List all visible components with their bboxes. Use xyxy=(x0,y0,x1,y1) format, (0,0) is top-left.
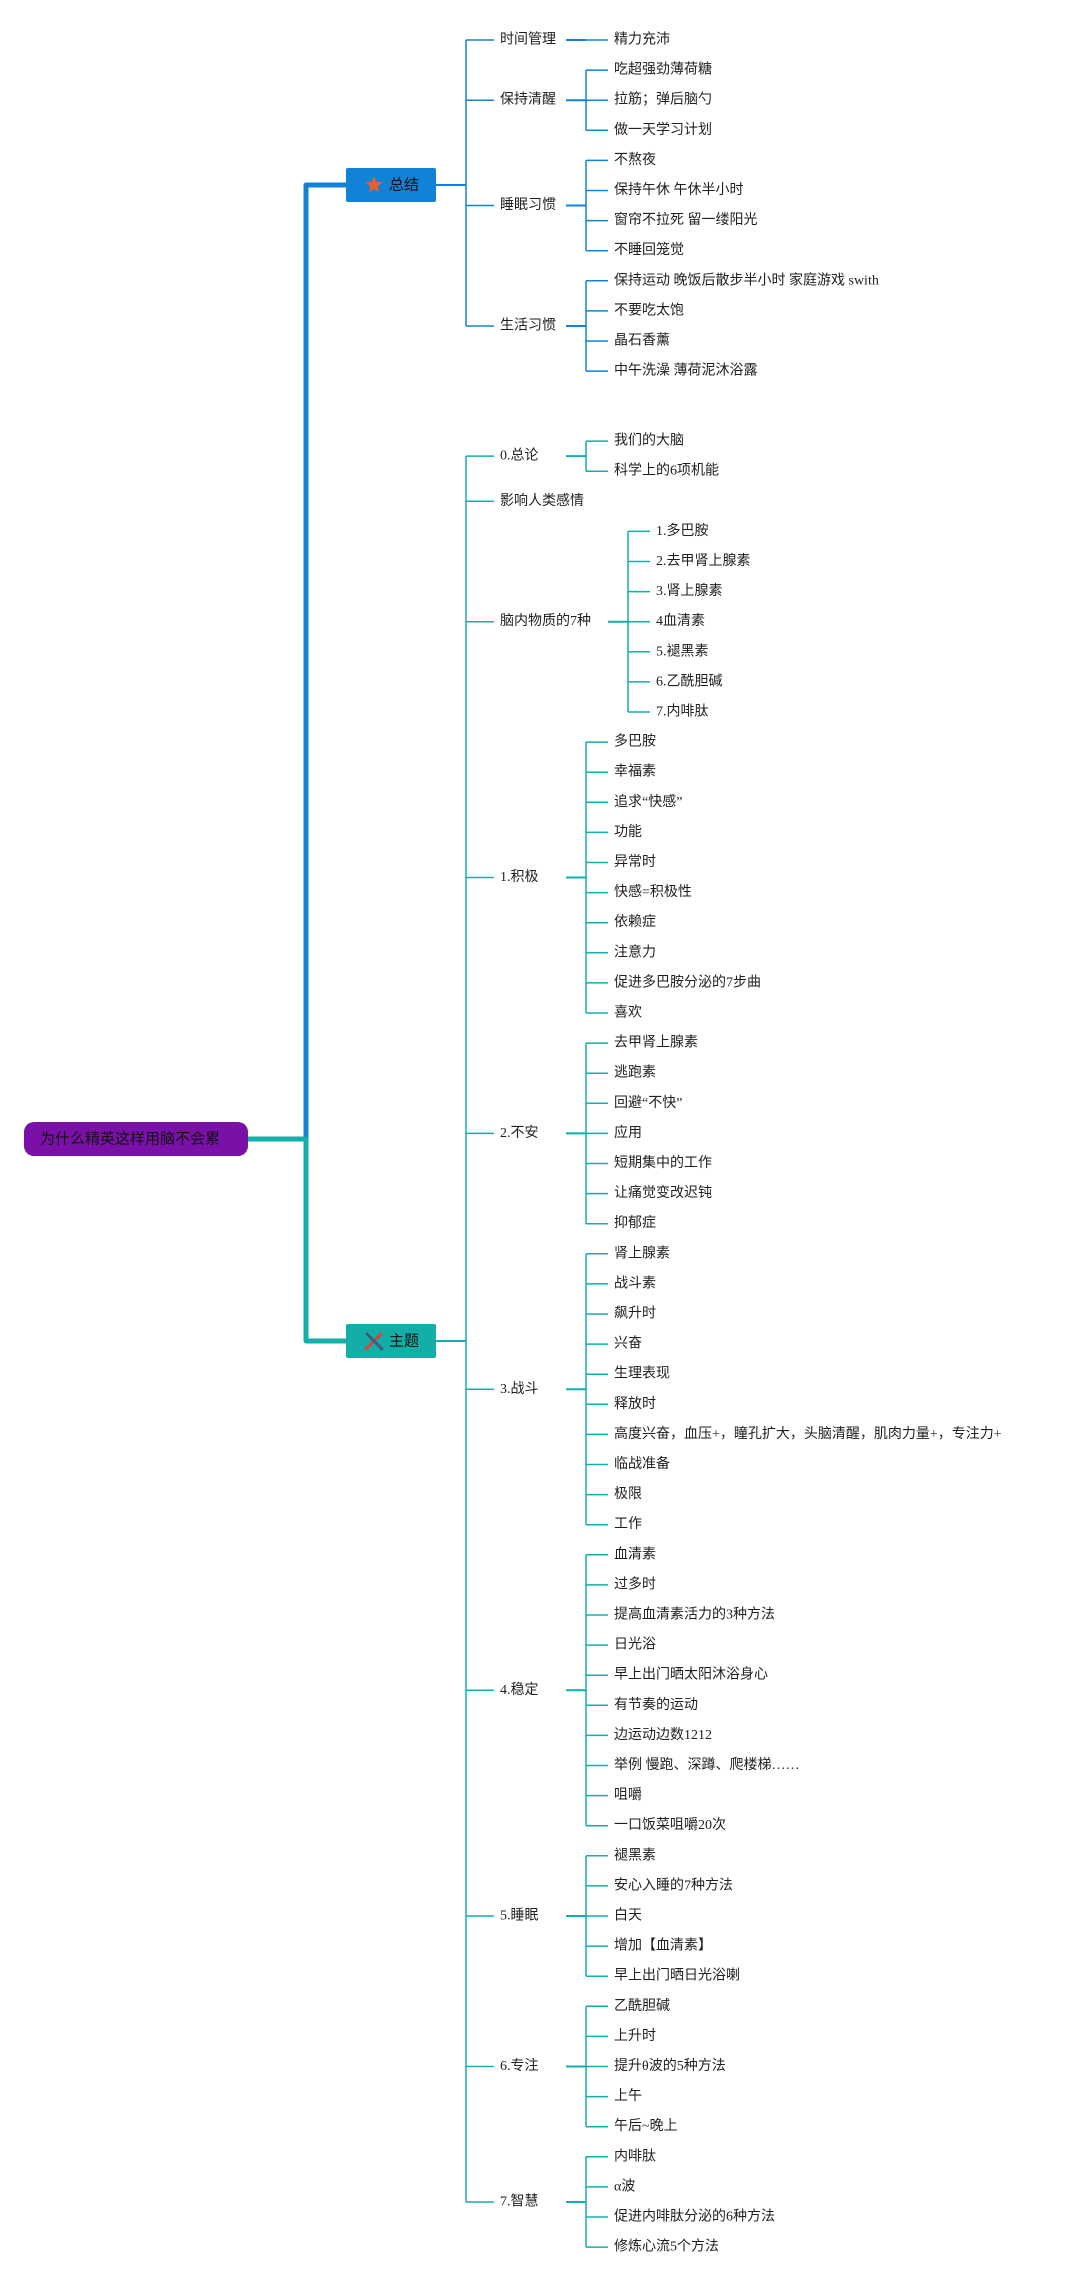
leaf-n6: 依赖症 xyxy=(614,914,656,930)
leaf-n1: 2.去甲肾上腺素 xyxy=(656,553,751,569)
topic-n9: 7.智慧 xyxy=(500,2193,539,2209)
leaf-n2: 提升θ波的5种方法 xyxy=(614,2058,726,2074)
leaf-n5: 让痛觉变改迟钝 xyxy=(614,1184,712,1201)
leaf-n6: 抑郁症 xyxy=(614,1215,656,1231)
leaf-n5: 快感=积极性 xyxy=(614,883,692,900)
leaf-n3: 功能 xyxy=(614,824,642,840)
topic-n7: 5.睡眠 xyxy=(500,1908,539,1924)
leaf-n8: 促进多巴胺分泌的7步曲 xyxy=(614,973,761,990)
topic-n8: 6.专注 xyxy=(500,2058,539,2074)
leaf-n2: 提高血清素活力的3种方法 xyxy=(614,1606,775,1623)
leaf-n5: 释放时 xyxy=(614,1396,656,1412)
topic-n5: 3.战斗 xyxy=(500,1381,539,1397)
leaf-n4: 早上出门晒太阳沐浴身心 xyxy=(614,1667,768,1683)
leaf-n3: 应用 xyxy=(614,1124,642,1141)
leaf-n4: 5.褪黑素 xyxy=(656,643,709,659)
leaf-n1: α波 xyxy=(614,2178,635,2194)
leaf-n7: 举例 慢跑、深蹲、爬楼梯…… xyxy=(614,1756,800,1773)
leaf-n1: 不要吃太饱 xyxy=(614,302,684,318)
leaf-n4: 短期集中的工作 xyxy=(614,1154,712,1171)
leaf-n0: 乙酰胆碱 xyxy=(614,1998,670,2014)
leaf-n2: 促进内啡肽分泌的6种方法 xyxy=(614,2209,775,2225)
leaf-n4: 异常时 xyxy=(614,854,656,870)
leaf-n3: 增加【血清素】 xyxy=(614,1938,712,1954)
leaf-n2: 3.肾上腺素 xyxy=(656,583,723,599)
leaf-n0: 褪黑素 xyxy=(614,1847,656,1863)
leaf-n6: 边运动边数1212 xyxy=(614,1727,712,1743)
leaf-n1: 拉筋；弹后脑勺 xyxy=(614,91,712,108)
leaf-n2: 回避“不快” xyxy=(614,1095,682,1111)
leaf-n5: 6.乙酰胆碱 xyxy=(656,673,723,689)
leaf-n2: 做一天学习计划 xyxy=(614,122,712,138)
leaf-n0: 不熬夜 xyxy=(614,152,656,168)
topic-n0: 0.总论 xyxy=(500,448,539,464)
topic-n1: 保持清醒 xyxy=(500,92,556,108)
leaf-n9: 工作 xyxy=(614,1516,642,1532)
leaf-n3: 不睡回笼觉 xyxy=(614,241,684,258)
root-branch-connector xyxy=(248,1136,346,1344)
leaf-n5: 有节奏的运动 xyxy=(614,1697,698,1713)
topic-n3: 1.积极 xyxy=(500,869,539,885)
leaf-n3: 修炼心流5个方法 xyxy=(614,2239,719,2255)
connector-lines xyxy=(248,39,650,2248)
root-node xyxy=(24,1122,248,1156)
topic-n6: 4.稳定 xyxy=(500,1682,539,1698)
leaf-n2: 窗帘不拉死 留一缕阳光 xyxy=(614,211,758,228)
leaf-n1: 保持午休 午休半小时 xyxy=(614,182,744,198)
topic-n0: 时间管理 xyxy=(500,32,556,48)
leaf-n1: 逃跑素 xyxy=(614,1065,656,1081)
root-branch-connector xyxy=(248,182,346,1142)
leaf-n3: 日光浴 xyxy=(614,1637,656,1653)
star-icon xyxy=(365,175,383,193)
topic-n2: 脑内物质的7种 xyxy=(500,613,591,629)
branch-node-n0 xyxy=(346,167,436,202)
leaf-n6: 高度兴奋，血压+，瞳孔扩大，头脑清醒，肌肉力量+，专注力+ xyxy=(614,1425,1002,1442)
leaf-n2: 飙升时 xyxy=(614,1306,656,1322)
leaf-n0: 保持运动 晚饭后散步半小时 家庭游戏 swith xyxy=(614,271,879,288)
leaf-n0: 精力充沛 xyxy=(614,32,670,48)
leaf-n1: 科学上的6项机能 xyxy=(614,463,719,479)
leaf-n0: 吃超强劲薄荷糖 xyxy=(614,62,712,78)
leaf-n8: 咀嚼 xyxy=(614,1787,642,1803)
topic-n1: 影响人类感情 xyxy=(500,492,584,509)
leaf-n1: 幸福素 xyxy=(614,764,656,780)
leaf-n2: 追求“快感” xyxy=(614,793,682,810)
leaf-n3: 兴奋 xyxy=(614,1336,642,1352)
branch-label: 总结 xyxy=(389,176,419,193)
leaf-n0: 内啡肽 xyxy=(614,2148,656,2164)
leaf-n4: 早上出门晒日光浴喇 xyxy=(614,1968,740,1984)
leaf-n3: 4血清素 xyxy=(656,613,705,629)
leaf-n8: 极限 xyxy=(614,1486,642,1502)
leaf-n2: 晶石香薰 xyxy=(614,333,670,349)
leaf-n3: 上午 xyxy=(614,2088,642,2104)
leaf-n0: 去甲肾上腺素 xyxy=(614,1035,698,1051)
leaf-n4: 午后~晚上 xyxy=(614,2118,678,2134)
topic-n3: 生活习惯 xyxy=(500,316,556,333)
leaf-n0: 多巴胺 xyxy=(614,733,656,750)
branch-node-n1 xyxy=(346,1324,436,1358)
leaf-n3: 中午洗澡 薄荷泥沐浴露 xyxy=(614,363,758,379)
leaf-n0: 我们的大脑 xyxy=(614,433,684,449)
leaf-n1: 上升时 xyxy=(614,2028,656,2044)
leaf-n1: 安心入睡的7种方法 xyxy=(614,1877,733,1893)
leaf-n1: 过多时 xyxy=(614,1575,656,1592)
leaf-n7: 注意力 xyxy=(614,943,656,960)
leaf-n2: 白天 xyxy=(614,1908,642,1924)
leaf-n4: 生理表现 xyxy=(614,1366,670,1382)
topic-n4: 2.不安 xyxy=(500,1125,539,1141)
leaf-n6: 7.内啡肽 xyxy=(656,704,709,720)
leaf-n1: 战斗素 xyxy=(614,1275,656,1291)
crossed-tools-icon xyxy=(364,1332,384,1351)
leaf-n0: 血清素 xyxy=(614,1546,656,1562)
leaf-n0: 1.多巴胺 xyxy=(656,522,709,539)
leaf-n7: 临战准备 xyxy=(614,1455,670,1472)
root-label: 为什么精英这样用脑不会累 xyxy=(40,1130,220,1148)
topic-n2: 睡眠习惯 xyxy=(500,196,556,213)
branch-label: 主题 xyxy=(389,1333,419,1350)
leaf-n9: 一口饭菜咀嚼20次 xyxy=(614,1817,726,1833)
leaf-n0: 肾上腺素 xyxy=(614,1245,670,1261)
leaf-n9: 喜欢 xyxy=(614,1005,642,1021)
